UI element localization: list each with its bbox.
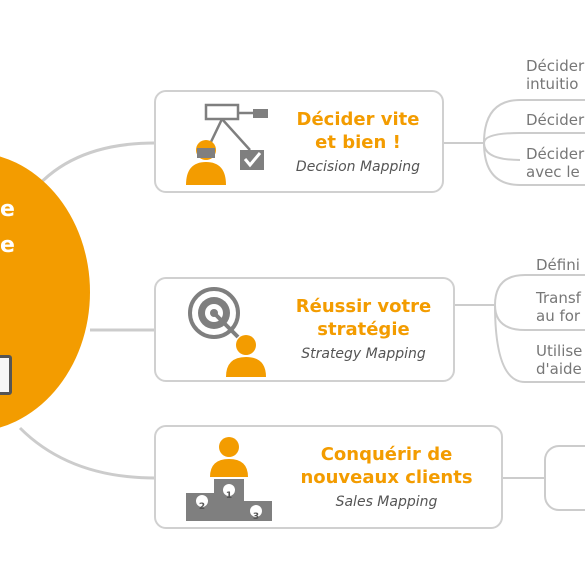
strategy-branch-2[interactable]: Transf au for	[536, 289, 581, 325]
strategy-branch-2-line-1: Transf	[536, 289, 581, 307]
sales-subtitle: Sales Mapping	[335, 494, 438, 510]
decision-branch-2[interactable]: Décider	[526, 111, 584, 129]
strategy-branch-1-line-1: Défini	[536, 256, 580, 274]
hub-text-line-1: e	[0, 197, 15, 222]
decision-branch-1-line-2: intuitio	[526, 75, 579, 93]
decision-branch-3-line-1: Décider	[526, 145, 585, 163]
decision-branch-3[interactable]: Décider avec le	[526, 145, 584, 181]
strategy-subtitle: Strategy Mapping	[301, 346, 426, 362]
decision-branch-2-line-1: Décider	[526, 111, 585, 129]
decision-branch-3-line-2: avec le	[526, 163, 580, 181]
hub-device-icon	[0, 355, 12, 395]
strategy-branch-1[interactable]: Défini	[536, 256, 580, 274]
decision-branch-1[interactable]: Décider intuitio	[526, 57, 584, 93]
decision-title-line-2: et bien !	[315, 132, 401, 153]
sales-title-line-2: nouveaux clients	[300, 467, 473, 488]
decision-tree-person-icon	[178, 102, 278, 188]
strategy-branch-2-line-2: au for	[536, 307, 581, 325]
podium-label-2: 2	[198, 502, 206, 512]
strategy-mapping-card[interactable]: Réussir votre stratégie Strategy Mapping	[154, 277, 455, 382]
podium-label-3: 3	[252, 512, 260, 522]
strategy-branch-3-line-1: Utilise	[536, 342, 583, 360]
sales-mapping-card[interactable]: 1 2 3 Conquérir de nouveaux clients Sale…	[154, 425, 503, 529]
target-person-icon	[186, 287, 276, 377]
sales-title-line-1: Conquérir de	[320, 444, 453, 465]
decision-subtitle: Decision Mapping	[295, 159, 421, 175]
decision-mapping-card[interactable]: Décider vite et bien ! Decision Mapping	[154, 90, 444, 193]
strategy-branch-3-line-2: d'aide	[536, 360, 582, 378]
decision-title-line-1: Décider vite	[296, 109, 420, 130]
decision-branch-1-line-1: Décider	[526, 57, 585, 75]
hub-text-line-2: e	[0, 233, 15, 258]
strategy-title-line-1: Réussir votre	[295, 296, 432, 317]
strategy-title-line-2: stratégie	[317, 319, 410, 340]
strategy-branch-3[interactable]: Utilise d'aide	[536, 342, 582, 378]
podium-label-1: 1	[225, 491, 233, 501]
podium-person-icon: 1 2 3	[184, 435, 274, 525]
